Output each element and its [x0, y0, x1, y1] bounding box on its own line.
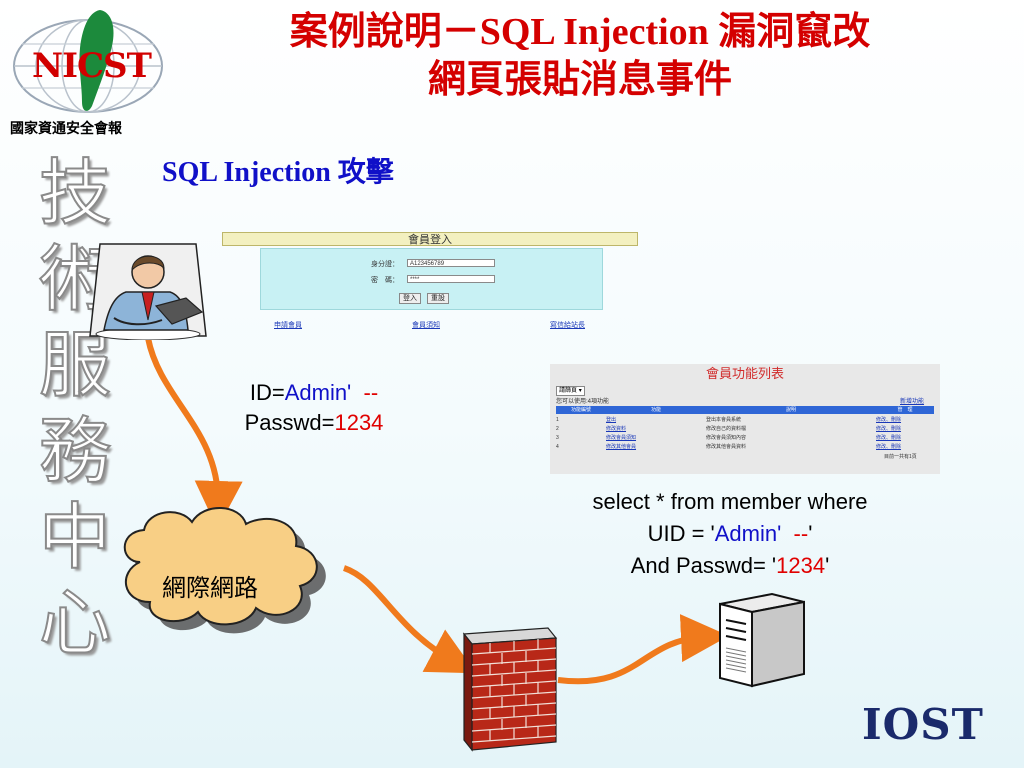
- add-function-link[interactable]: 新增功能: [900, 399, 925, 405]
- column-header: 管 理: [897, 407, 913, 413]
- login-form-header: 會員登入: [222, 232, 638, 246]
- id-value: Admin': [284, 380, 352, 405]
- side-char: 務: [38, 408, 112, 494]
- table-row: 3 修改會員須知 修改會員須知內容 修改、刪除: [556, 434, 934, 442]
- attacker-clipart: [86, 240, 210, 341]
- function-link[interactable]: 修改會員須知: [606, 435, 637, 441]
- logo-text: NICST: [32, 46, 152, 86]
- sql-line-2: UID = 'Admin' --': [540, 518, 920, 550]
- sql-text: UID = ': [647, 521, 715, 546]
- login-form-screenshot: 會員登入 身分證： A123456789 密 碼： **** 登入 重設 申請會…: [222, 232, 638, 332]
- iost-logo: IOST: [862, 700, 984, 749]
- table-header: 功能編號 功能 說明 管 理: [556, 406, 934, 414]
- reset-button[interactable]: 重設: [427, 293, 449, 304]
- sql-statement: select * from member where UID = 'Admin'…: [540, 486, 920, 582]
- internet-label: 網際網路: [162, 575, 258, 602]
- function-link[interactable]: 登出: [606, 417, 617, 423]
- firewall-icon: [462, 627, 558, 752]
- id-input[interactable]: A123456789: [407, 259, 495, 267]
- chevron-down-icon: ▾: [578, 388, 582, 394]
- sql-password: 1234: [776, 553, 826, 578]
- cell: 修改自己的資料檔: [706, 426, 747, 432]
- member-panel-title: 會員功能列表: [705, 366, 784, 381]
- slide-title: 案例說明－SQL Injection 漏洞竄改 網頁張貼消息事件: [170, 8, 990, 104]
- sql-text: ': [808, 521, 813, 546]
- manage-link[interactable]: 修改、刪除: [876, 444, 902, 450]
- cell: 登出本會員系統: [706, 417, 742, 423]
- member-notice-link[interactable]: 會員須知: [412, 322, 440, 329]
- login-form-body: 身分證： A123456789 密 碼： **** 登入 重設: [260, 248, 603, 310]
- injected-credentials: ID=Admin' -- Passwd=1234: [204, 378, 424, 438]
- manage-link[interactable]: 修改、刪除: [876, 426, 902, 432]
- server-icon: [719, 592, 805, 688]
- sql-line-1: select * from member where: [592, 489, 868, 514]
- id-label: 身分證：: [371, 261, 399, 268]
- arrow-internet-to-firewall: [342, 565, 477, 674]
- arrow-firewall-to-server: [557, 614, 729, 685]
- register-link[interactable]: 申請會員: [274, 322, 302, 329]
- table-row: 4 修改其他會員 修改其他會員資料 修改、刪除: [556, 443, 934, 451]
- arrow-user-to-internet: [145, 337, 243, 529]
- title-line-1: 案例說明－SQL Injection 漏洞竄改: [289, 11, 871, 53]
- mail-webmaster-link[interactable]: 寫信給站長: [550, 322, 585, 329]
- sql-comment: --: [363, 380, 379, 405]
- column-header: 說明: [785, 407, 796, 413]
- sql-text: ': [825, 553, 830, 578]
- page-count: 目前一共有1頁: [884, 454, 917, 460]
- id-prefix: ID=: [249, 380, 285, 405]
- function-link[interactable]: 修改資料: [606, 426, 627, 432]
- cell: 1: [556, 417, 559, 423]
- sql-text: And Passwd= ': [630, 553, 777, 578]
- page-select-value: 請篩頁: [559, 388, 578, 394]
- cell: 3: [556, 435, 559, 441]
- page-select[interactable]: 請篩頁 ▾: [556, 386, 585, 396]
- password-prefix: Passwd=: [244, 410, 335, 435]
- credential-password-line: Passwd=1234: [204, 408, 424, 438]
- sql-comment: --: [793, 521, 809, 546]
- nicst-logo: NICST: [8, 6, 168, 118]
- side-char: 心: [38, 580, 112, 666]
- manage-link[interactable]: 修改、刪除: [876, 435, 902, 441]
- side-char: 技: [38, 150, 112, 236]
- logo-caption: 國家資通安全會報: [10, 121, 122, 137]
- login-button[interactable]: 登入: [399, 293, 421, 304]
- table-row: 2 修改資料 修改自己的資料檔 修改、刪除: [556, 425, 934, 433]
- password-label: 密 碼：: [371, 277, 399, 284]
- internet-cloud: [123, 507, 326, 634]
- subtitle: SQL Injection 攻擊: [162, 157, 394, 188]
- cell: 2: [556, 426, 559, 432]
- title-line-2: 網頁張貼消息事件: [427, 59, 732, 101]
- sql-line-3: And Passwd= '1234': [540, 550, 920, 582]
- cell: 4: [556, 444, 559, 450]
- password-input[interactable]: ****: [407, 275, 495, 283]
- info-text: 您可以使用:4項功能: [556, 399, 610, 405]
- function-link[interactable]: 修改其他會員: [606, 444, 637, 450]
- table-row: 1 登出 登出本會員系統 修改、刪除: [556, 416, 934, 424]
- cell: 修改會員須知內容: [706, 435, 747, 441]
- sql-injected-id: Admin': [714, 521, 782, 546]
- member-function-screenshot: 會員功能列表 請篩頁 ▾ 您可以使用:4項功能 新增功能 功能編號 功能 說明 …: [550, 364, 940, 474]
- password-value: 1234: [334, 410, 384, 435]
- credential-id-line: ID=Admin' --: [204, 378, 424, 408]
- cell: 修改其他會員資料: [706, 444, 747, 450]
- column-header: 功能編號: [570, 407, 591, 413]
- manage-link[interactable]: 修改、刪除: [876, 417, 902, 423]
- side-char: 中: [38, 494, 112, 580]
- column-header: 功能: [650, 407, 661, 413]
